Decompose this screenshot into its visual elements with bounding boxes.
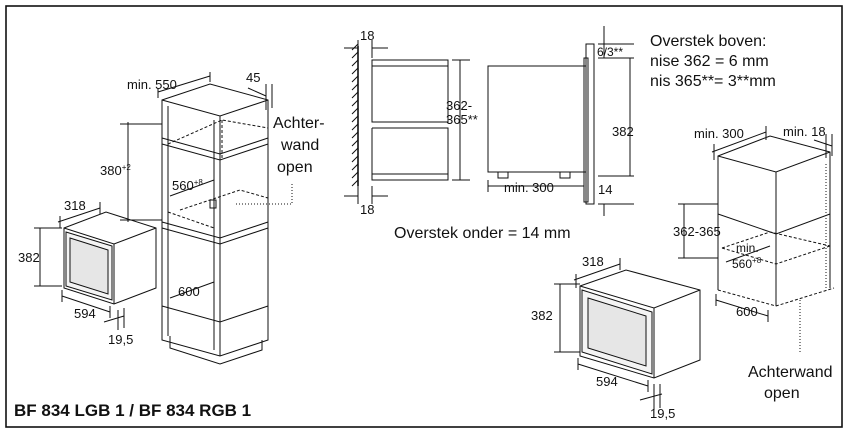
- dim-560-right: 560+8: [732, 256, 762, 271]
- oven-right: [579, 269, 701, 379]
- dim-600-right: 600: [736, 304, 758, 319]
- dim-594-right: 594: [596, 374, 618, 389]
- dim-19-5-left: 19,5: [108, 332, 133, 347]
- section-dimensions: 18 18 362- 365** 6/3** 382 14 min. 300 O…: [344, 26, 776, 242]
- note-overstek-boven-3: nis 365**= 3**mm: [650, 73, 776, 90]
- oven-left: [63, 211, 157, 305]
- wall-cabinet-dimensions: min. 300 min. 18 362-365 min. 560+8 600: [673, 124, 833, 322]
- dim-min-300-right: min. 300: [694, 126, 744, 141]
- dim-594-left: 594: [74, 306, 96, 321]
- dim-19-5-right: 19,5: [650, 406, 675, 421]
- tall-cabinet-dimensions: min. 550 45 380+2 560+8 600 Achter- wand…: [100, 70, 325, 299]
- dim-365: 365**: [446, 112, 478, 127]
- label-achterwand-left-1: Achter-: [273, 115, 325, 132]
- dim-362-365: 362-365: [673, 224, 721, 239]
- dim-382-right: 382: [531, 308, 553, 323]
- label-achterwand-left-3: open: [277, 159, 313, 176]
- dim-560: 560+8: [172, 178, 203, 193]
- label-achterwand-right-2: open: [764, 385, 800, 402]
- note-overstek-boven-2: nise 362 = 6 mm: [650, 53, 769, 70]
- dim-min-right: min.: [736, 241, 759, 255]
- dim-18-bottom: 18: [360, 202, 374, 217]
- dim-6-3: 6/3**: [597, 45, 623, 59]
- dim-382-section: 382: [612, 124, 634, 139]
- dim-min-300-section: min. 300: [504, 180, 554, 195]
- dim-min-18-right: min. 18: [783, 124, 826, 139]
- dim-min-550: min. 550: [127, 77, 177, 92]
- dim-362: 362-: [446, 98, 472, 113]
- dim-318-right: 318: [582, 254, 604, 269]
- dim-600-left: 600: [178, 284, 200, 299]
- dim-14: 14: [598, 182, 612, 197]
- label-achterwand-right-1: Achterwand: [748, 364, 833, 381]
- dim-318-left: 318: [64, 198, 86, 213]
- dim-380: 380+2: [100, 163, 131, 178]
- model-title: BF 834 LGB 1 / BF 834 RGB 1: [14, 401, 251, 420]
- frame-border: [5, 5, 843, 428]
- dim-18-top: 18: [360, 28, 374, 43]
- note-overstek-boven-1: Overstek boven:: [650, 33, 767, 50]
- dim-45: 45: [246, 70, 260, 85]
- oven-left-dimensions: 318 382 594 19,5: [18, 198, 133, 347]
- section-view: [351, 43, 595, 205]
- oven-right-dimensions: 318 382 594 19,5: [531, 254, 675, 421]
- note-overstek-onder: Overstek onder = 14 mm: [394, 225, 571, 242]
- label-achterwand-left-2: wand: [280, 137, 319, 154]
- tall-cabinet: [161, 83, 269, 365]
- dim-382-left: 382: [18, 250, 40, 265]
- wall-cabinet: Achterwand open: [717, 135, 835, 402]
